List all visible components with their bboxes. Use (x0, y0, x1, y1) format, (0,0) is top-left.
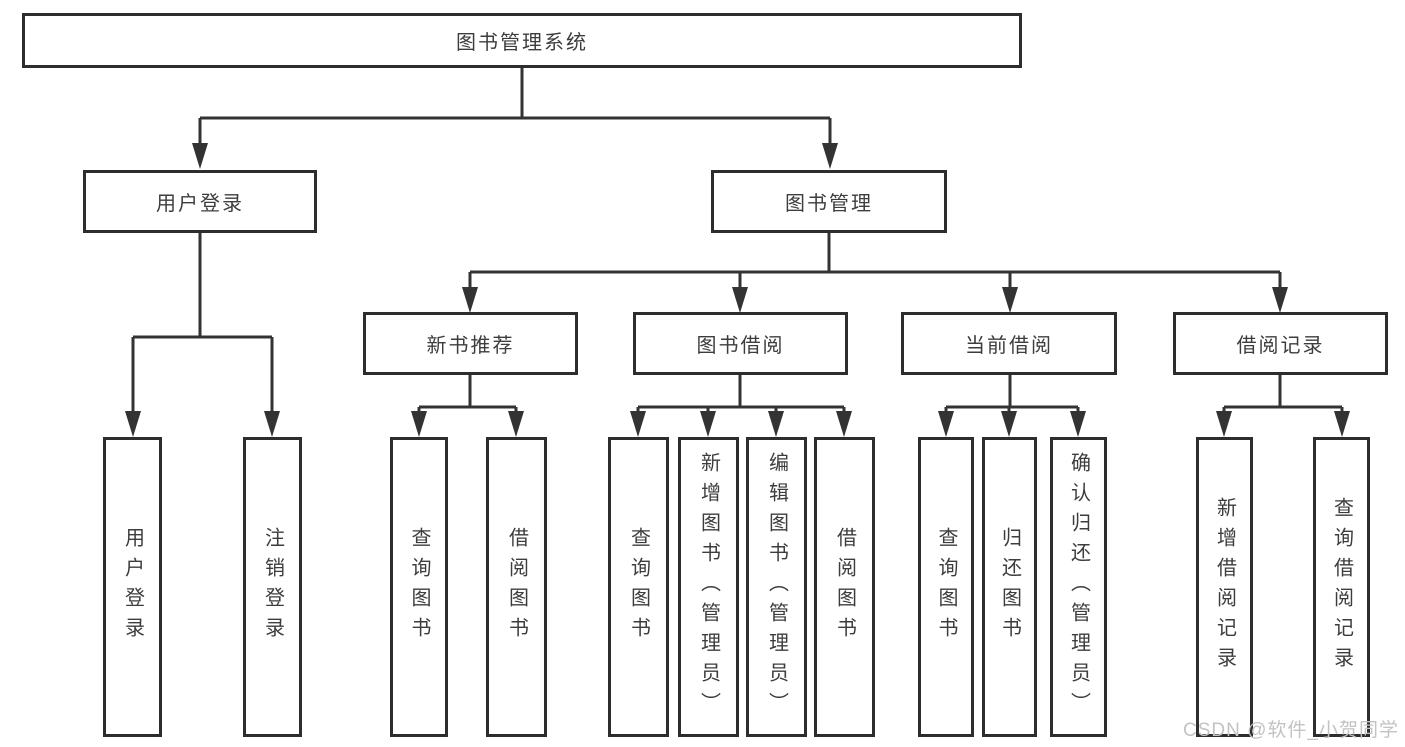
node-label: 借阅记录 (1236, 335, 1325, 357)
node-label: 新书推荐 (426, 335, 515, 357)
leaf-label: 用户登录 (121, 527, 144, 647)
node-book-management: 图书管理 (711, 170, 947, 233)
leaf-add-book-admin: 新增图书（管理员） (678, 437, 739, 737)
leaf-confirm-return-admin: 确认归还（管理员） (1050, 437, 1107, 737)
node-label: 用户登录 (156, 193, 244, 215)
node-label: 图书管理 (785, 193, 873, 215)
leaf-label: 归还图书 (998, 527, 1021, 647)
leaf-logout: 注销登录 (243, 437, 302, 737)
leaf-return-book: 归还图书 (982, 437, 1037, 737)
leaf-label: 注销登录 (261, 527, 284, 647)
leaf-query-books-current: 查询图书 (918, 437, 974, 737)
leaf-label: 查询图书 (627, 527, 650, 647)
leaf-edit-book-admin: 编辑图书（管理员） (746, 437, 807, 737)
node-label: 图书借阅 (696, 335, 785, 357)
csdn-watermark: CSDN @软件_小贺同学 (1183, 720, 1399, 741)
leaf-label: 查询图书 (408, 527, 430, 647)
node-label: 当前借阅 (965, 335, 1053, 357)
leaf-label: 新增图书（管理员） (697, 452, 720, 722)
arrowheads (125, 143, 1350, 437)
leaf-query-books-borrowing: 查询图书 (608, 437, 669, 737)
node-borrowing-records: 借阅记录 (1173, 312, 1388, 375)
leaf-label: 查询图书 (935, 527, 957, 647)
leaf-add-borrow-record: 新增借阅记录 (1196, 437, 1253, 737)
leaf-label: 新增借阅记录 (1213, 497, 1236, 677)
leaf-borrow-books-recommend: 借阅图书 (486, 437, 547, 737)
node-new-book-recommendation: 新书推荐 (363, 312, 578, 375)
leaf-label: 查询借阅记录 (1330, 497, 1353, 677)
leaf-borrow-books-borrowing: 借阅图书 (814, 437, 875, 737)
node-book-borrowing: 图书借阅 (633, 312, 848, 375)
leaf-user-login: 用户登录 (103, 437, 162, 737)
node-current-borrowing: 当前借阅 (901, 312, 1117, 375)
node-library-management-system: 图书管理系统 (22, 13, 1022, 68)
leaf-label: 编辑图书（管理员） (765, 452, 788, 722)
leaf-label: 借阅图书 (505, 527, 528, 647)
node-label: 图书管理系统 (456, 32, 588, 54)
leaf-label: 确认归还（管理员） (1067, 452, 1090, 722)
node-user-login: 用户登录 (83, 170, 317, 233)
leaf-query-books-recommend: 查询图书 (390, 437, 448, 737)
leaf-query-borrow-record: 查询借阅记录 (1313, 437, 1370, 737)
leaf-label: 借阅图书 (833, 527, 856, 647)
